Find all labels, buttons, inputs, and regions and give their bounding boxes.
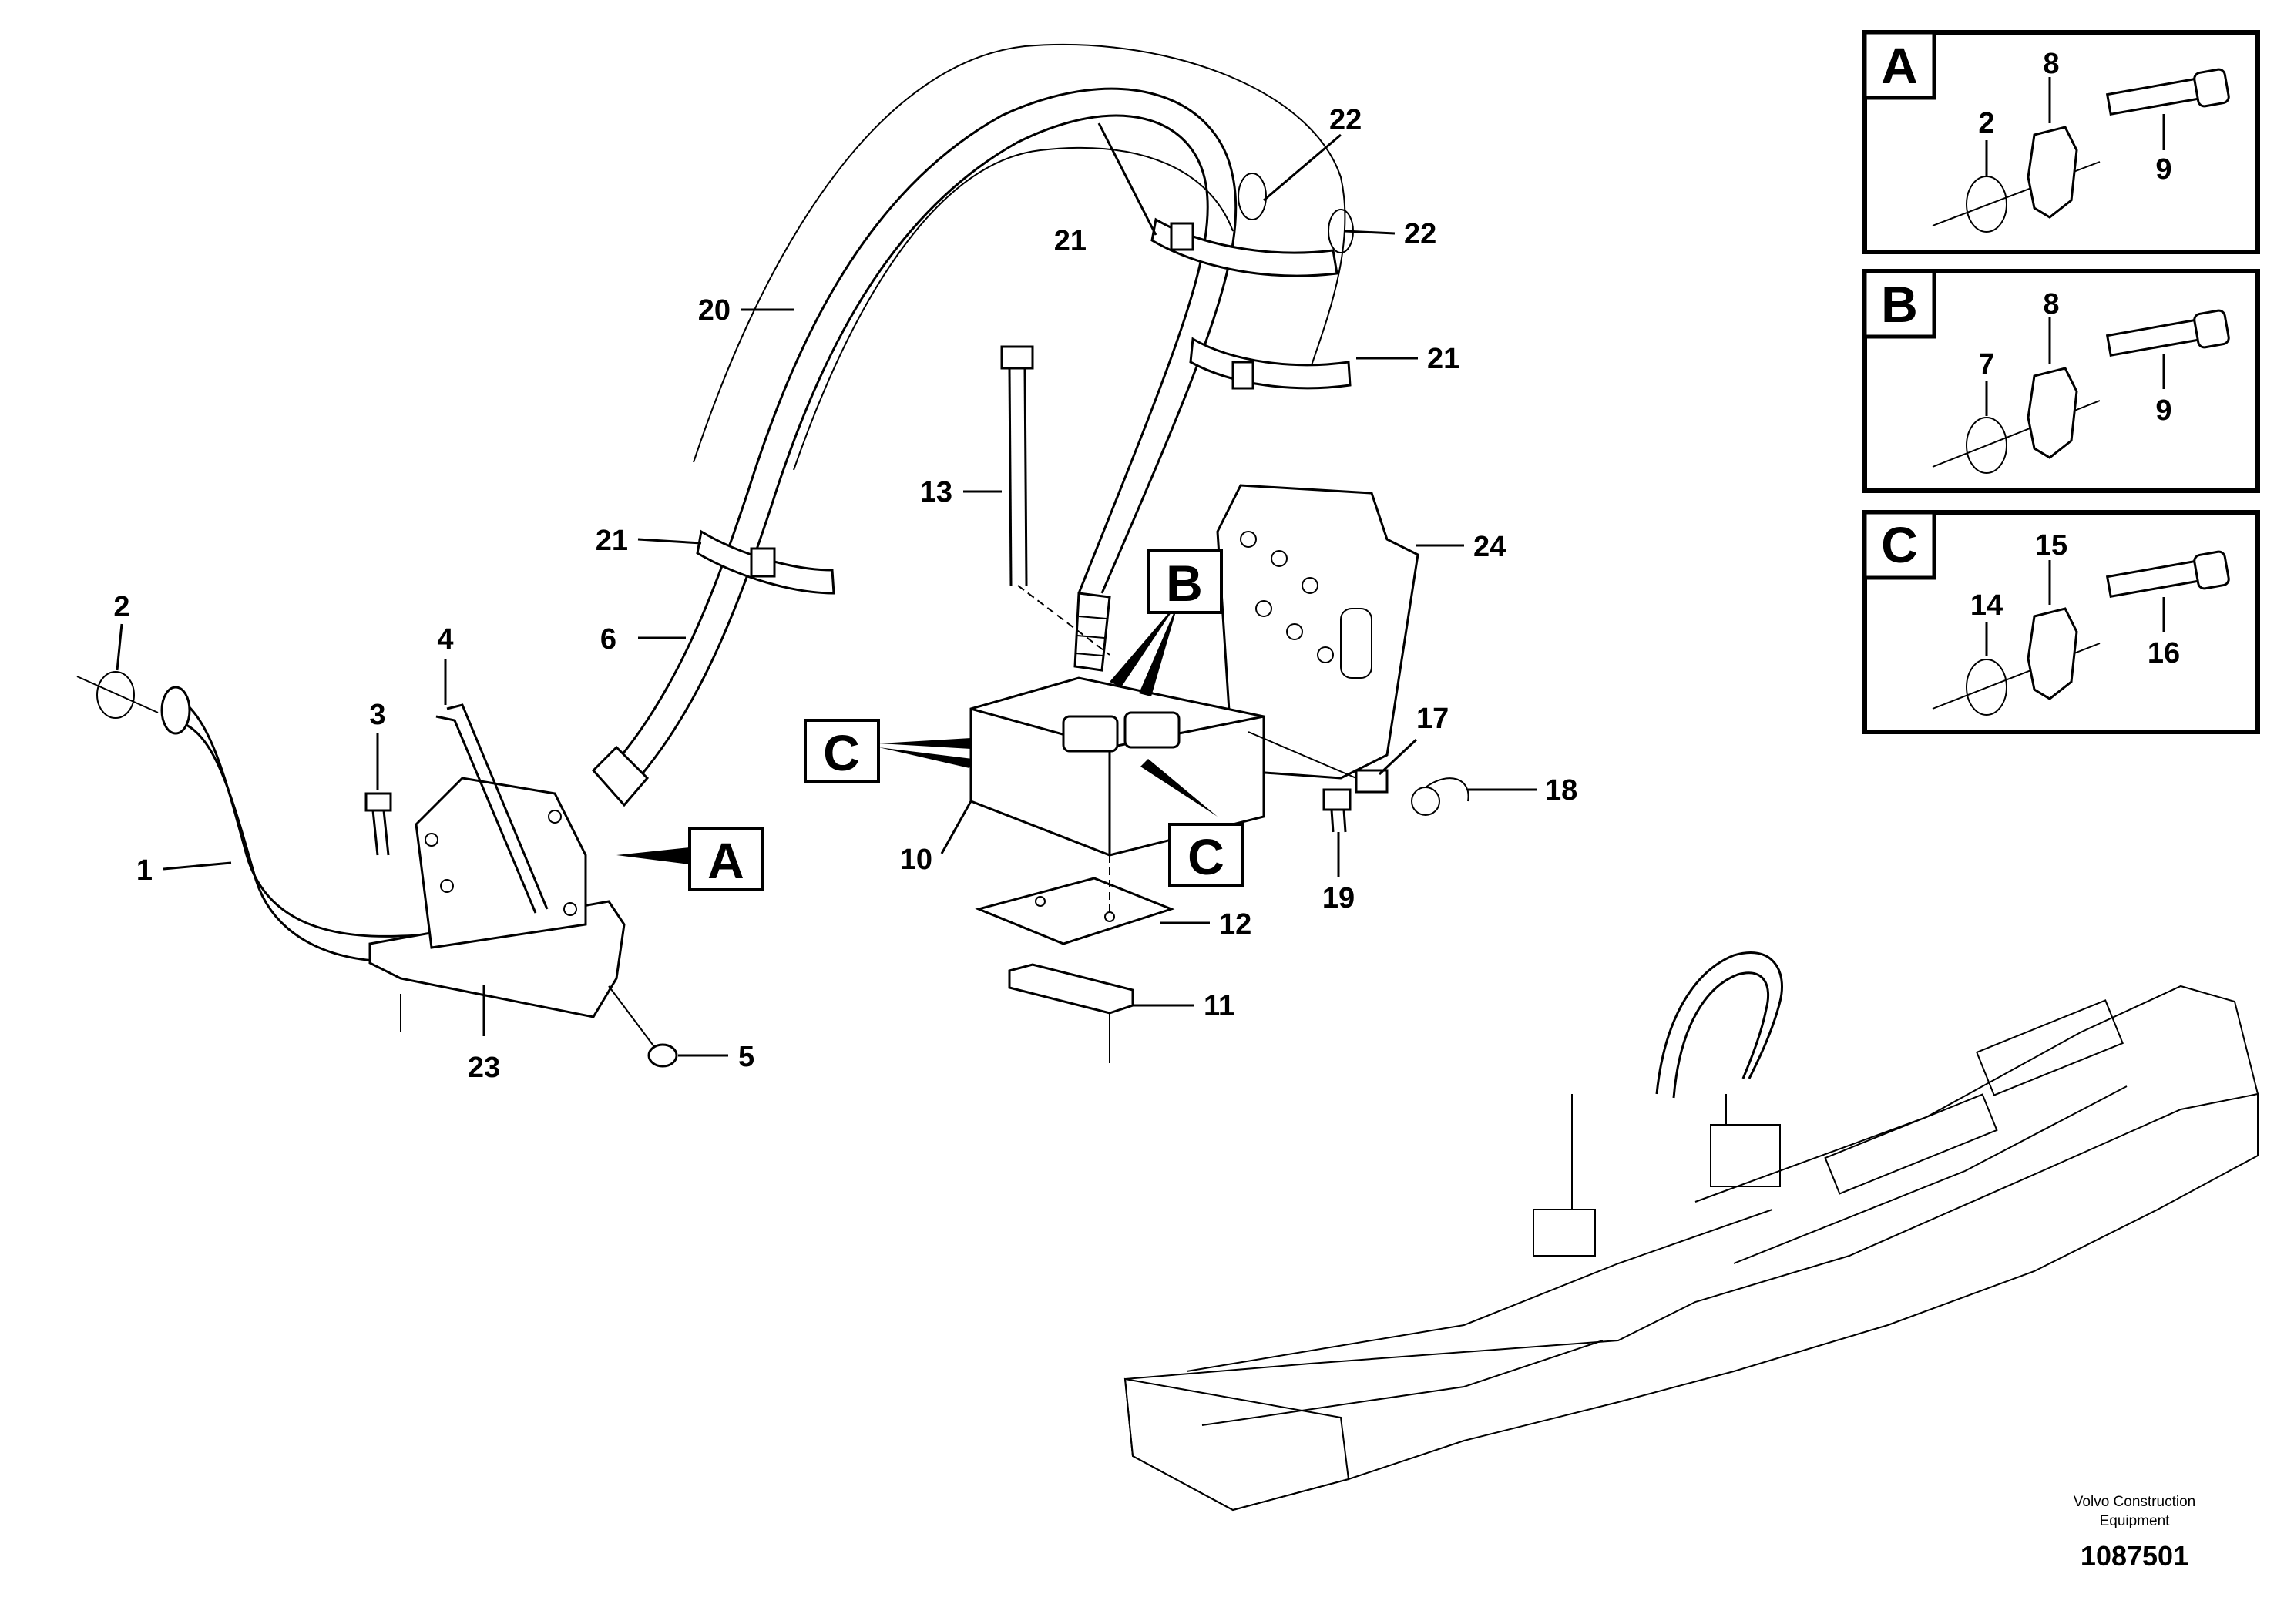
detail-c-seal: 14 [1970,589,2003,622]
company-line-2: Equipment [2100,1513,2171,1529]
label-10: 10 [900,844,932,876]
detail-panel-a: A 2 8 9 [1862,30,2260,254]
detail-b-clamp: 8 [2043,288,2059,320]
part-labels: 1 2 3 4 5 6 20 21 21 21 22 22 13 10 12 1… [113,104,1577,1084]
label-11: 11 [1204,990,1234,1022]
label-21-top: 21 [1054,225,1087,257]
detail-panel-c: C 14 15 16 [1862,510,2260,734]
callout-c-right-label: C [1187,828,1224,885]
machine-frame [1123,951,2259,1512]
callout-a-box [688,827,764,891]
label-21-right: 21 [1427,343,1459,375]
label-22-right: 22 [1404,218,1436,250]
label-5: 5 [738,1041,754,1073]
label-17: 17 [1416,703,1449,735]
label-2: 2 [113,591,129,623]
detail-c-bolt: 16 [2148,637,2180,669]
label-20: 20 [698,294,731,327]
label-19: 19 [1322,882,1355,914]
callout-c-left-label: C [823,724,860,781]
drawing-number: 1087501 [2081,1540,2188,1572]
label-12: 12 [1219,908,1251,941]
label-21-left: 21 [596,525,628,557]
label-18: 18 [1545,774,1577,807]
callout-b-box [1147,549,1223,614]
valve-block-assembly [969,345,1469,1063]
tie-wraps [1238,173,1354,253]
label-13: 13 [920,476,952,508]
label-1: 1 [136,854,153,887]
detail-a-clamp: 8 [2043,48,2059,80]
detail-a-letter: A [1881,37,1918,94]
callout-b-label: B [1166,555,1203,612]
label-22-top: 22 [1329,104,1362,136]
detail-a-bolt: 9 [2155,153,2171,186]
label-24: 24 [1473,531,1506,563]
detail-b-letter: B [1881,276,1918,333]
callout-boxes: A B C C [688,549,1244,891]
detail-b-bolt: 9 [2155,394,2171,427]
company-line-1: Volvo Construction [2074,1494,2195,1510]
callout-c-right-box [1168,823,1244,887]
callout-c-left-box [804,719,880,783]
callout-a-label: A [707,832,744,889]
detail-c-letter: C [1881,516,1918,573]
detail-a-seal: 2 [1978,107,1994,139]
detail-panel-b: B 7 8 9 [1862,269,2260,493]
detail-b-seal: 7 [1978,348,1994,381]
detail-c-clamp: 15 [2035,529,2067,562]
label-3: 3 [369,699,385,731]
footer: Volvo Construction Equipment 1087501 [2074,1494,2195,1572]
label-6: 6 [600,623,616,656]
hose-straps [696,217,1352,595]
pipe-and-bracket [76,671,678,1068]
leader-lines [116,122,1537,1057]
label-4: 4 [437,623,453,656]
label-23: 23 [468,1052,500,1084]
